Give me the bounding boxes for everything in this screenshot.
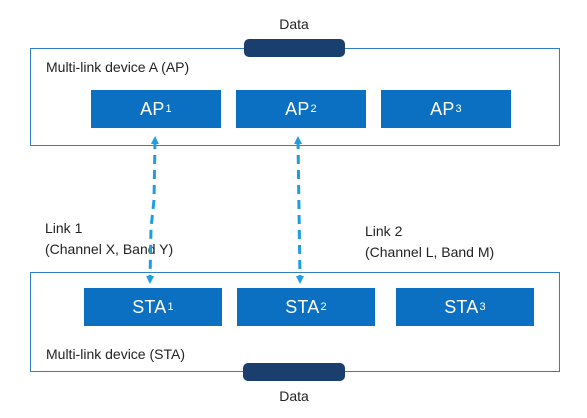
ap2-subscript: 2: [310, 103, 317, 115]
sta3-label: STA: [444, 296, 479, 317]
link2-text: Link 2 (Channel L, Band M): [365, 221, 494, 263]
link2-arrow: [294, 136, 304, 284]
bottom-data-pill: [243, 363, 345, 381]
sta2-subscript: 2: [320, 301, 327, 313]
bottom-data-label: Data: [279, 388, 309, 404]
ap1-subscript: 1: [165, 103, 172, 115]
ap2-label: AP: [285, 98, 310, 119]
ap3-subscript: 3: [455, 103, 462, 115]
sta1-subscript: 1: [167, 301, 174, 313]
ap3-label: AP: [430, 98, 455, 119]
sta3-subscript: 3: [479, 301, 486, 313]
ap1-label: AP: [140, 98, 165, 119]
sta2-label: STA: [285, 296, 320, 317]
sta1-label: STA: [132, 296, 167, 317]
link2-channel: (Channel L, Band M): [365, 244, 495, 260]
top-data-label: Data: [279, 16, 309, 32]
link1-arrow: [146, 136, 159, 284]
sta-device-title: Multi-link device (STA): [46, 346, 185, 362]
link1-name: Link 1: [45, 220, 83, 236]
top-data-pill: [244, 39, 345, 57]
link1-text: Link 1 (Channel X, Band Y): [45, 218, 173, 260]
link2-name: Link 2: [365, 223, 403, 239]
ap-device-title: Multi-link device A (AP): [46, 59, 190, 75]
link1-channel: (Channel X, Band Y): [45, 241, 174, 257]
